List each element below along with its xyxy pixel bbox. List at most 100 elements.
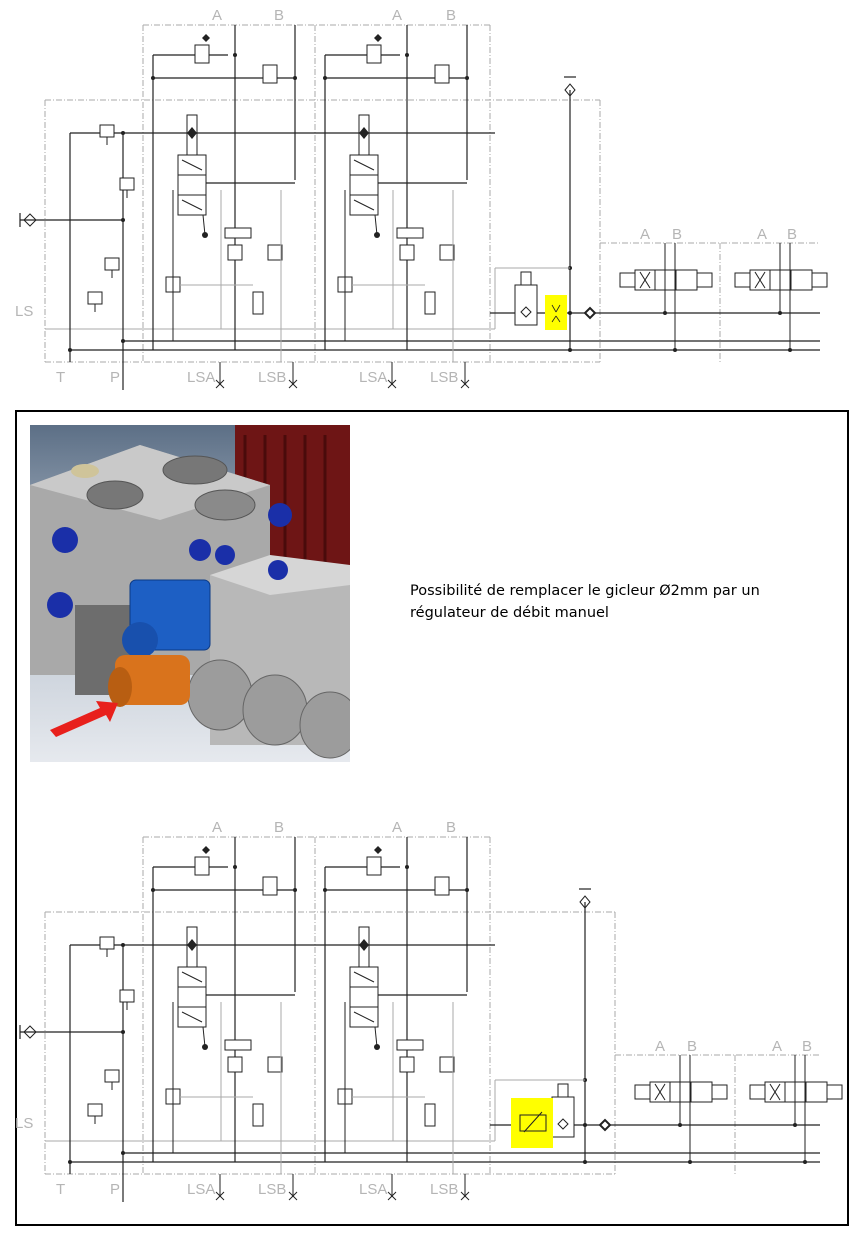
junction-dot	[151, 76, 155, 80]
junction-dot	[583, 1160, 587, 1164]
arrow	[353, 199, 375, 211]
relief-valve-icon	[434, 876, 450, 896]
directional-valve-spool-icon	[349, 966, 379, 1028]
pressure-comp-icon	[227, 1056, 243, 1073]
port-label-a4: A	[772, 1038, 782, 1055]
valve-actuator-icon	[619, 272, 636, 288]
arrow	[353, 971, 375, 983]
lever	[374, 1026, 378, 1048]
pilot-indicator-icon	[187, 939, 197, 951]
orifice-icon	[555, 304, 561, 313]
directional-valve-spool-icon	[349, 154, 379, 216]
relief-valve-icon	[104, 1069, 120, 1083]
port-label-a1: A	[212, 7, 222, 24]
junction-dot	[121, 1030, 125, 1034]
check-icon	[374, 846, 382, 854]
line	[288, 379, 298, 389]
relief-valve-icon	[99, 936, 115, 950]
junction-dot	[68, 348, 72, 352]
check-valve-icon	[583, 306, 597, 320]
spool-caps	[187, 659, 350, 759]
note-text: Possibilité de remplacer le gicleur Ø2mm…	[410, 580, 810, 624]
adjust-arrow-icon	[523, 1111, 543, 1133]
port-label-b3: B	[672, 226, 682, 243]
port-label-a2: A	[392, 819, 402, 836]
pilot-indicator-icon	[187, 127, 197, 139]
solenoid-icon	[557, 1083, 569, 1098]
junction-dot	[803, 1160, 807, 1164]
port-label-b4: B	[802, 1038, 812, 1055]
pressure-comp-icon	[399, 244, 415, 261]
port-label-lsb2: LSB	[430, 1181, 458, 1198]
solenoid-check-valve-icon	[551, 1096, 575, 1138]
port-label-lsa1: LSA	[187, 369, 215, 386]
junction-dot	[465, 888, 469, 892]
arrow	[181, 1011, 203, 1023]
solenoid-icon	[520, 271, 532, 286]
check-icon	[520, 306, 532, 318]
junction-dot	[405, 53, 409, 57]
junction-dot	[68, 1160, 72, 1164]
junction-dot	[568, 348, 572, 352]
port-label-t: T	[56, 1181, 65, 1198]
shuttle-valve-icon	[396, 1039, 424, 1051]
arrow	[181, 971, 203, 983]
arrow	[181, 159, 203, 171]
pressure-comp-icon	[439, 244, 455, 261]
shuttle-valve-icon	[224, 1039, 252, 1051]
junction-dot	[788, 348, 792, 352]
junction-dot	[323, 888, 327, 892]
junction-dot	[778, 311, 782, 315]
pressure-comp-icon	[227, 244, 243, 261]
valve-actuator-icon	[826, 1084, 843, 1100]
relief-valve-icon	[99, 124, 115, 138]
pressure-comp-icon	[267, 1056, 283, 1073]
port-label-a1: A	[212, 819, 222, 836]
relief-valve-icon	[119, 989, 135, 1003]
proposal-frame	[15, 410, 849, 1226]
port-label-p: P	[110, 369, 120, 386]
check-valve-icon	[23, 1025, 37, 1039]
junction-dot	[121, 1151, 125, 1155]
port-label-a2: A	[392, 7, 402, 24]
junction-dot	[688, 1160, 692, 1164]
port-label-b1: B	[274, 819, 284, 836]
line	[387, 379, 397, 389]
line	[769, 1083, 781, 1101]
check-icon	[374, 34, 382, 42]
shuttle-check-icon	[252, 291, 264, 315]
relief-valve-icon	[262, 876, 278, 896]
junction-dot	[121, 131, 125, 135]
manual-flow-regulator-icon	[519, 1114, 547, 1132]
relief-valve-icon	[87, 291, 103, 305]
port-label-a4: A	[757, 226, 767, 243]
note-line-2: régulateur de débit manuel	[410, 605, 609, 621]
port-label-lsa2: LSA	[359, 369, 387, 386]
port-label-lsb1: LSB	[258, 1181, 286, 1198]
lever	[374, 214, 378, 236]
directional-valve-icon	[764, 1081, 828, 1103]
port-label-a3: A	[640, 226, 650, 243]
relief-valve-icon	[262, 64, 278, 84]
line	[387, 1191, 397, 1201]
red-arrow	[50, 701, 118, 737]
relief-valve-icon	[366, 44, 382, 64]
directional-valve-icon	[634, 269, 698, 291]
shuttle-check-icon	[252, 1103, 264, 1127]
junction-dot	[151, 888, 155, 892]
relief-valve-icon	[366, 856, 382, 876]
valve-actuator-icon	[811, 272, 828, 288]
port-label-lsa1: LSA	[187, 1181, 215, 1198]
line	[215, 1191, 225, 1201]
junction-dot	[793, 1123, 797, 1127]
junction-dot	[233, 865, 237, 869]
port-label-t: T	[56, 369, 65, 386]
directional-valve-icon	[749, 269, 813, 291]
flow-regulator-part	[108, 655, 190, 707]
valve-actuator-icon	[634, 1084, 651, 1100]
arrow	[353, 159, 375, 171]
line	[639, 271, 651, 289]
port-label-lsb1: LSB	[258, 369, 286, 386]
